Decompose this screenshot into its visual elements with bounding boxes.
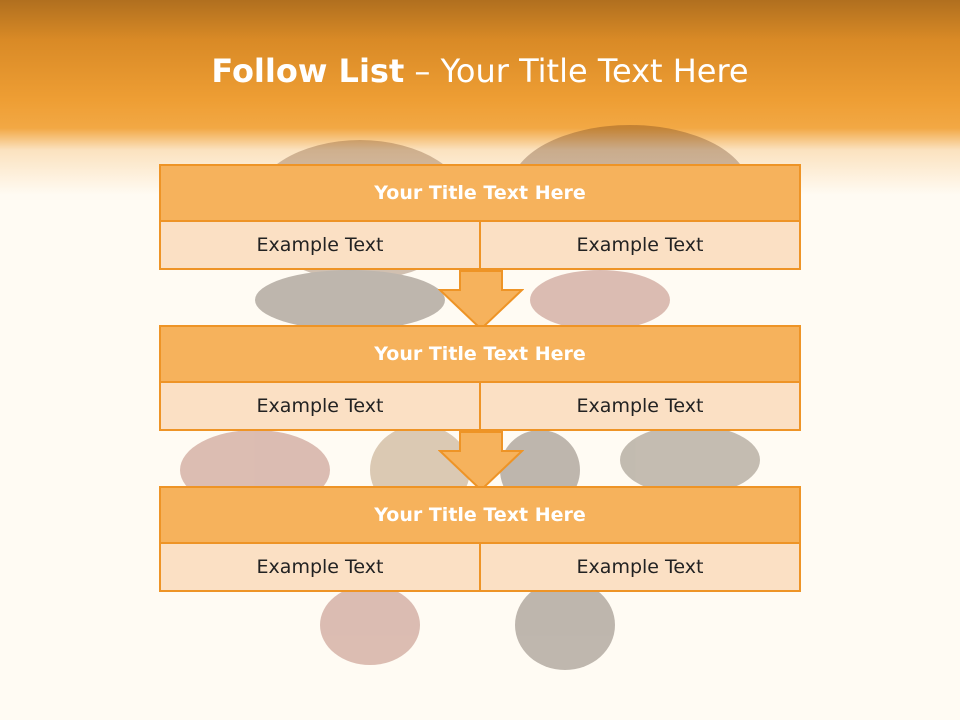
step-cell-left-1: Example Text xyxy=(256,234,384,256)
step-box-2: Your Title Text Here Example Text Exampl… xyxy=(159,325,801,431)
step-row-1: Example Text Example Text xyxy=(161,222,799,268)
step-cell-right-3: Example Text xyxy=(479,544,799,590)
step-cell-right-2: Example Text xyxy=(479,383,799,429)
step-cell-right-1: Example Text xyxy=(479,222,799,268)
step-row-3: Example Text Example Text xyxy=(161,544,799,590)
step-box-1: Your Title Text Here Example Text Exampl… xyxy=(159,164,801,270)
slide-title: Follow List – Your Title Text Here xyxy=(0,52,960,90)
step-title-1: Your Title Text Here xyxy=(161,166,799,222)
down-arrow-icon xyxy=(438,431,524,491)
step-title-2: Your Title Text Here xyxy=(161,327,799,383)
step-cell-left-3: Example Text xyxy=(256,556,384,578)
step-cell-left-2: Example Text xyxy=(256,395,384,417)
step-row-2: Example Text Example Text xyxy=(161,383,799,429)
slide-title-rest: – Your Title Text Here xyxy=(404,52,749,90)
step-title-3: Your Title Text Here xyxy=(161,488,799,544)
slide-title-bold: Follow List xyxy=(211,52,405,90)
step-box-3: Your Title Text Here Example Text Exampl… xyxy=(159,486,801,592)
down-arrow-icon xyxy=(438,270,524,330)
header-band xyxy=(0,0,960,195)
